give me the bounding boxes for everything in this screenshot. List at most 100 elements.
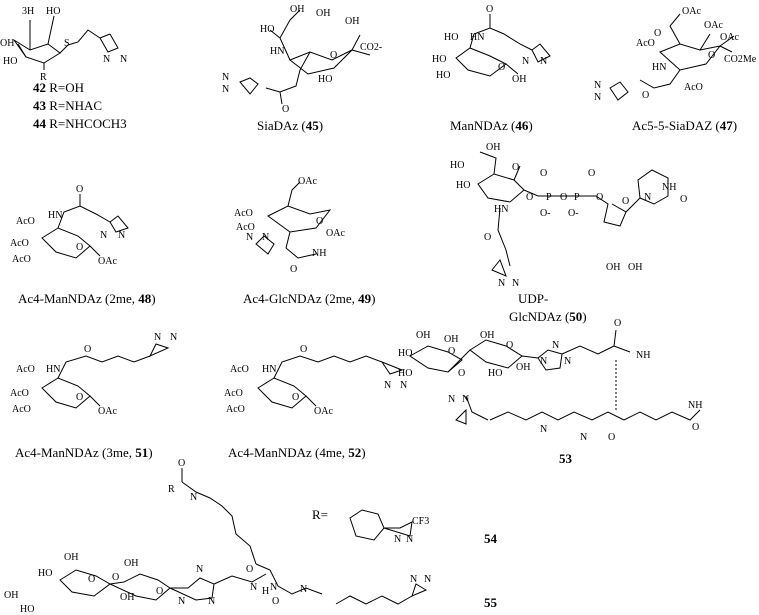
label-42: 42 R=OH bbox=[33, 80, 85, 95]
atom-label: AcO bbox=[684, 82, 703, 93]
atom-label: N bbox=[540, 424, 547, 435]
atom-label: N bbox=[424, 574, 431, 585]
atom-label: O bbox=[614, 318, 621, 329]
atom-label: OAc bbox=[326, 228, 345, 239]
atom-label: HO bbox=[3, 56, 17, 67]
atom-label: O bbox=[526, 192, 533, 203]
atom-label: N bbox=[222, 84, 229, 95]
atom-label: OH bbox=[480, 330, 494, 341]
label-53: 53 bbox=[559, 451, 572, 466]
atom-label: OAc bbox=[98, 406, 117, 417]
atom-label: NH bbox=[662, 182, 676, 193]
atom-label: CO2- bbox=[360, 42, 382, 53]
atom-label: NH bbox=[312, 248, 326, 259]
label-51: Ac4-ManNDAz (3me, 51) bbox=[15, 445, 153, 460]
atom-label: AcO bbox=[16, 216, 35, 227]
atom-label: OAc bbox=[298, 176, 317, 187]
atom-label: O bbox=[512, 162, 519, 173]
label-44: 44 R=NHCOCH3 bbox=[33, 116, 127, 131]
atom-label: O bbox=[88, 574, 95, 585]
atom-label: N bbox=[406, 534, 413, 545]
atom-label: R bbox=[40, 72, 47, 83]
atom-label: R bbox=[168, 484, 175, 495]
atom-label: N bbox=[512, 278, 519, 289]
atom-label: NH bbox=[636, 350, 650, 361]
atom-label: N bbox=[522, 56, 529, 67]
atom-label: OAc bbox=[314, 406, 333, 417]
atom-label: N bbox=[564, 356, 571, 367]
atom-label: O bbox=[608, 432, 615, 443]
atom-label: O bbox=[330, 50, 337, 61]
atom-label: AcO bbox=[16, 364, 35, 375]
atom-label: HO bbox=[398, 348, 412, 359]
atom-label: OH bbox=[316, 8, 330, 19]
atom-label: AcO bbox=[234, 208, 253, 219]
atom-label: HO bbox=[20, 604, 34, 615]
atom-label: O bbox=[112, 572, 119, 583]
atom-label: HO bbox=[436, 70, 450, 81]
atom-label: N bbox=[270, 582, 277, 593]
label-52: Ac4-ManNDAz (4me, 52) bbox=[228, 445, 366, 460]
atom-label: N bbox=[262, 232, 269, 243]
atom-label: O bbox=[272, 596, 279, 607]
atom-label: OH bbox=[290, 4, 304, 15]
atom-label: N bbox=[208, 596, 215, 607]
atom-label: N bbox=[170, 332, 177, 343]
atom-label: OAc bbox=[682, 6, 701, 17]
atom-label: N bbox=[540, 56, 547, 67]
atom-label: OH bbox=[416, 330, 430, 341]
atom-label: OH bbox=[512, 74, 526, 85]
atom-label: N bbox=[300, 584, 307, 595]
atom-label: N bbox=[384, 380, 391, 391]
atom-label: AcO bbox=[12, 404, 31, 415]
atom-label: O bbox=[290, 264, 297, 275]
atom-label: O bbox=[448, 346, 455, 357]
atom-label: O bbox=[692, 422, 699, 433]
atom-label: P bbox=[546, 192, 552, 203]
atom-label: AcO bbox=[226, 404, 245, 415]
atom-label: OH bbox=[124, 558, 138, 569]
atom-label: N bbox=[178, 596, 185, 607]
atom-label: O bbox=[178, 458, 185, 469]
atom-label: AcO bbox=[636, 38, 655, 49]
atom-label: O bbox=[76, 242, 83, 253]
atom-label: N bbox=[394, 534, 401, 545]
atom-label: O bbox=[300, 344, 307, 355]
atom-label: N bbox=[222, 72, 229, 83]
atom-label: O bbox=[292, 392, 299, 403]
atom-label: AcO bbox=[224, 388, 243, 399]
atom-label: OH bbox=[486, 142, 500, 153]
atom-label: HO bbox=[260, 24, 274, 35]
atom-label: OH bbox=[0, 38, 14, 49]
atom-label: O bbox=[484, 232, 491, 243]
atom-label: O bbox=[458, 368, 465, 379]
atom-label: O- bbox=[568, 208, 579, 219]
atom-label: OH bbox=[628, 262, 642, 273]
atom-label: O- bbox=[540, 208, 551, 219]
atom-label: N bbox=[120, 54, 127, 65]
atom-label: OH bbox=[606, 262, 620, 273]
atom-label: O bbox=[76, 184, 83, 195]
atom-label: O bbox=[680, 194, 687, 205]
label-54: 54 bbox=[484, 531, 497, 546]
atom-label: HN bbox=[652, 62, 666, 73]
atom-label: HN bbox=[46, 364, 60, 375]
atom-label: AcO bbox=[230, 364, 249, 375]
atom-label: OAc bbox=[720, 32, 739, 43]
label-49: Ac4-GlcNDAz (2me, 49) bbox=[243, 291, 376, 306]
atom-label: OH bbox=[4, 590, 18, 601]
atom-label: 3H bbox=[22, 6, 34, 17]
atom-label: N bbox=[594, 92, 601, 103]
atom-label: OH bbox=[516, 362, 530, 373]
atom-label: HO bbox=[456, 180, 470, 191]
atom-label: CO2Me bbox=[724, 54, 757, 65]
atom-label: OH bbox=[64, 552, 78, 563]
atom-label: O bbox=[560, 192, 567, 203]
atom-label: HN bbox=[270, 46, 284, 57]
atom-label: O bbox=[498, 62, 505, 73]
